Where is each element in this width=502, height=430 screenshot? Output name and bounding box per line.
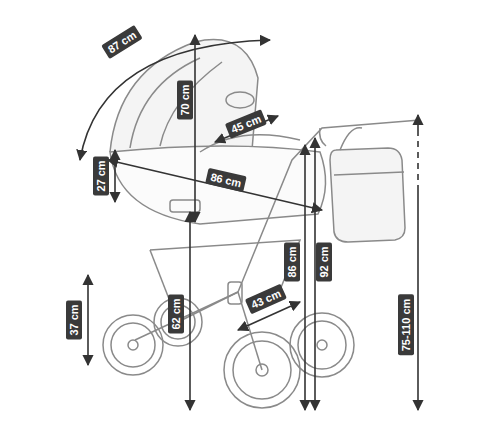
dimension-label: 62 cm xyxy=(168,294,184,333)
dimension-label: 87 cm xyxy=(101,25,143,59)
dimension-label: 27 cm xyxy=(93,156,109,195)
dimension-label: 86 cm xyxy=(284,242,300,281)
stroller-outline xyxy=(103,40,420,408)
dimension-label: 70 cm xyxy=(177,80,193,119)
dimension-label: 37 cm xyxy=(66,300,82,339)
dimension-lines xyxy=(80,35,418,410)
dimension-label: 43 cm xyxy=(245,284,287,315)
dimension-label: 75-110 cm xyxy=(398,295,414,356)
dimension-label: 92 cm xyxy=(316,242,332,281)
